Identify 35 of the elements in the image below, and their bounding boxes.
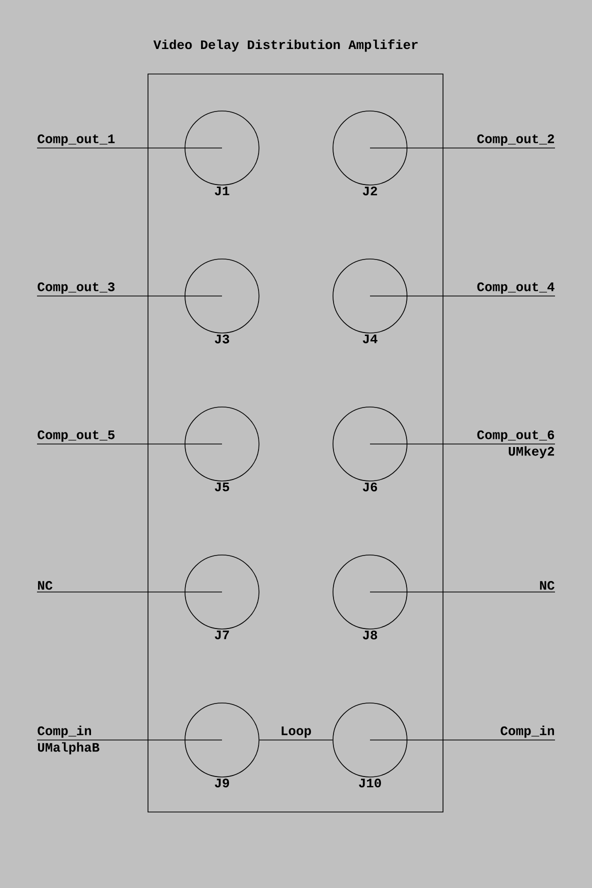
connector: J4 bbox=[332, 258, 408, 344]
signal-label: Comp_out_1 bbox=[38, 134, 115, 146]
connector: J7 bbox=[184, 554, 260, 640]
signal-label: Comp_out_4 bbox=[477, 282, 554, 294]
module-box bbox=[148, 74, 444, 812]
node-label: J7 bbox=[214, 630, 229, 640]
connector: J3 bbox=[184, 258, 260, 344]
signal-label: Comp_in bbox=[500, 726, 554, 738]
node-label: J6 bbox=[362, 482, 378, 492]
signal-label: UMkey2 bbox=[508, 446, 554, 458]
signal-label: UMalphaB bbox=[38, 742, 100, 754]
signal-label: Comp_out_2 bbox=[477, 134, 554, 146]
title: Video Delay Distribution Amplifier bbox=[153, 39, 418, 52]
connector: J10 bbox=[332, 702, 408, 788]
signal-label: Comp_out_5 bbox=[38, 430, 115, 442]
signal-label: NC bbox=[38, 580, 52, 590]
connector: J2 bbox=[332, 110, 408, 196]
node-label: J9 bbox=[214, 778, 230, 788]
node-label: J1 bbox=[214, 186, 230, 196]
connector: J8 bbox=[332, 554, 408, 640]
signal-label: Comp_out_3 bbox=[38, 282, 115, 294]
edge-label: Loop bbox=[282, 726, 311, 738]
connector: J6 bbox=[332, 406, 408, 492]
signal-label: NC bbox=[540, 580, 554, 590]
signal-label: Comp_out_6 bbox=[477, 430, 554, 442]
node-label: J8 bbox=[362, 630, 378, 640]
node-label: J2 bbox=[362, 186, 378, 196]
node-label: J3 bbox=[214, 334, 230, 344]
connector: J1 bbox=[184, 110, 260, 196]
connector: J9 bbox=[184, 702, 260, 788]
signal-label: Comp_in bbox=[38, 726, 91, 738]
node-label: J4 bbox=[362, 334, 378, 344]
node-label: J10 bbox=[358, 778, 381, 788]
connector: J5 bbox=[184, 406, 260, 492]
node-label: J5 bbox=[214, 482, 230, 492]
